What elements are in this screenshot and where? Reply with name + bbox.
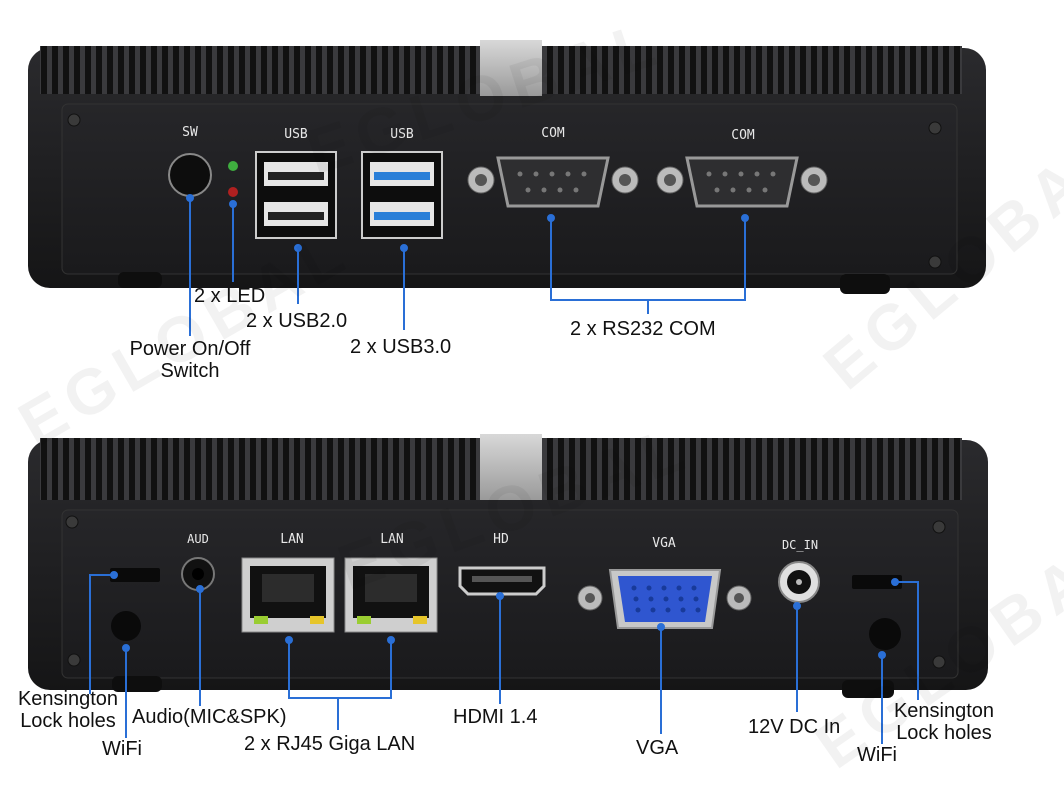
wifi-antenna-hole: [869, 618, 901, 650]
bottom-heatsink-fins-left: [40, 438, 480, 500]
power-callout-line2: Switch: [160, 360, 220, 382]
rubber-foot: [842, 680, 894, 698]
led-red-icon: [228, 187, 238, 197]
sw-port-label: SW: [182, 125, 198, 140]
vga-port: [577, 569, 752, 629]
wifi-left-callout: WiFi: [102, 738, 142, 760]
rubber-foot: [112, 676, 162, 692]
lan-callout: 2 x RJ45 Giga LAN: [244, 733, 416, 755]
rubber-foot: [118, 272, 162, 288]
vga-port-label: VGA: [652, 536, 676, 551]
lan-port-label: LAN: [380, 532, 403, 547]
bottom-heatsink-fins-right: [542, 438, 962, 500]
top-heatsink-fins-right: [542, 46, 962, 94]
screw-icon: [928, 255, 942, 269]
led-callout: 2 x LED: [194, 285, 266, 307]
screw-icon: [932, 520, 946, 534]
kensington-left-callout: Kensington Lock holes: [8, 688, 128, 732]
kensington-right-callout: Kensington Lock holes: [884, 700, 1004, 744]
lan-port-label: LAN: [280, 532, 303, 547]
hd-port-label: HD: [493, 532, 509, 547]
dc-callout: 12V DC In: [748, 716, 841, 738]
bottom-device: AUD LAN LAN HD VGA DC_IN: [28, 434, 988, 744]
led-green-icon: [228, 161, 238, 171]
kensington-lock-hole: [852, 575, 902, 589]
kensington-left-line1: Kensington: [17, 688, 119, 710]
screw-icon: [67, 653, 81, 667]
top-callout-lines: [186, 194, 749, 336]
vga-callout: VGA: [636, 737, 679, 759]
top-heatsink-gap: [480, 40, 542, 96]
top-heatsink-fins-left: [40, 46, 480, 94]
kensington-right-line1: Kensington: [893, 700, 995, 722]
screw-icon: [67, 113, 81, 127]
audio-callout: Audio(MIC&SPK): [132, 706, 287, 728]
kensington-right-line2: Lock holes: [896, 722, 992, 744]
com-port-a: [467, 156, 639, 208]
wifi-antenna-hole: [111, 611, 141, 641]
power-button: [168, 153, 212, 197]
dc-in-port-label: DC_IN: [782, 538, 818, 552]
screw-icon: [928, 121, 942, 135]
rubber-foot: [840, 274, 890, 294]
bottom-heatsink-gap: [480, 434, 542, 500]
com-port-label: COM: [541, 126, 565, 141]
aud-port-label: AUD: [187, 532, 209, 546]
kensington-left-line2: Lock holes: [20, 710, 116, 732]
screw-icon: [932, 655, 946, 669]
com-port-b: [656, 156, 828, 208]
usb2-callout: 2 x USB2.0: [246, 310, 348, 332]
rs232-callout: 2 x RS232 COM: [570, 318, 716, 340]
lan-port-a: [241, 557, 335, 633]
usb-port-label: USB: [390, 127, 414, 142]
usb3-callout: 2 x USB3.0: [350, 336, 452, 358]
wifi-right-callout: WiFi: [857, 744, 897, 766]
top-device: SW USB USB COM COM: [28, 40, 986, 336]
lan-port-b: [344, 557, 438, 633]
hdmi-callout: HDMI 1.4: [453, 706, 538, 728]
usb-port-label: USB: [284, 127, 308, 142]
screw-icon: [65, 515, 79, 529]
bottom-callout-lines: [89, 571, 919, 744]
com-port-label: COM: [731, 128, 755, 143]
power-callout-line1: Power On/Off: [129, 338, 251, 360]
kensington-lock-hole: [110, 568, 160, 582]
power-callout: Power On/Off Switch: [120, 338, 260, 382]
